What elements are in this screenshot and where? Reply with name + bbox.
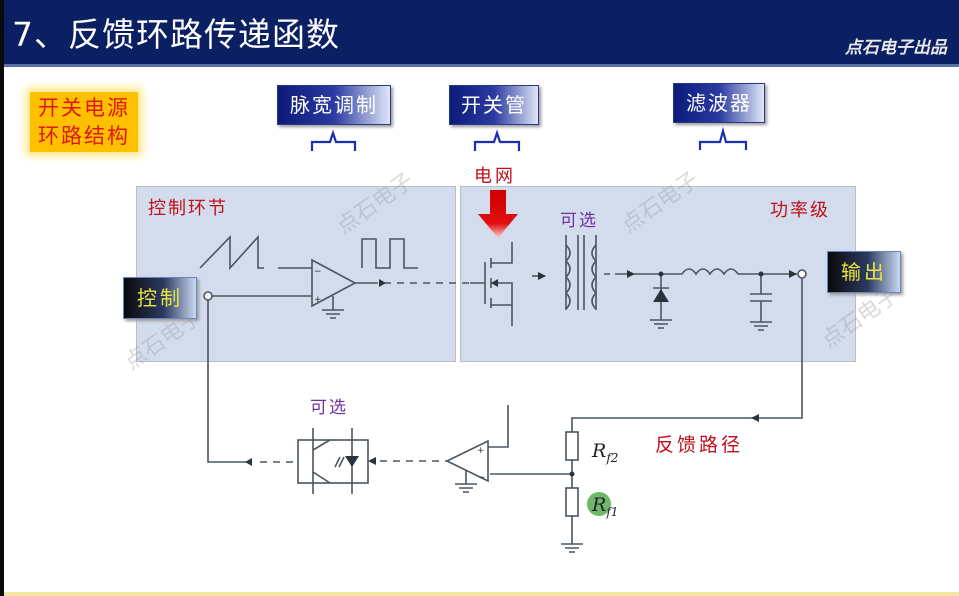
optocoupler-symbol — [297, 439, 369, 484]
comparator-symbol — [311, 258, 357, 308]
inductor-symbol — [681, 268, 739, 276]
grid-arrow-icon — [478, 190, 518, 238]
brace-pwm — [310, 129, 357, 151]
filter-label-box: 滤波器 — [673, 83, 765, 123]
control-panel — [136, 186, 456, 362]
output-box: 输出 — [827, 251, 901, 293]
transformer-secondary — [591, 244, 598, 310]
rf1-label: Rf1 — [592, 494, 618, 519]
pwm-label-box: 脉宽调制 — [277, 85, 391, 125]
control-input-box: 控制 — [123, 277, 197, 319]
mosfet-symbol — [470, 242, 513, 326]
power-panel-title: 功率级 — [770, 200, 830, 221]
grid-label: 电网 — [474, 166, 516, 187]
badge-line-2: 环路结构 — [38, 124, 130, 148]
badge-line-1: 开关电源 — [38, 96, 130, 120]
rf1-sub: f1 — [606, 504, 619, 519]
svg-text:−: − — [314, 267, 322, 277]
error-amplifier-symbol — [445, 439, 489, 483]
transformer-optional-label: 可选 — [560, 211, 598, 231]
rf1-main: R — [592, 494, 607, 516]
slide-title: 7、反馈环路传递函数 — [12, 15, 340, 54]
svg-text:+: + — [314, 295, 322, 305]
ground-symbol — [322, 296, 344, 319]
optocoupler-optional-label: 可选 — [310, 398, 348, 418]
brand-label: 点石电子出品 — [845, 38, 947, 58]
brace-filter — [698, 126, 748, 150]
control-terminal — [203, 291, 213, 301]
square-wave — [361, 238, 418, 269]
rf2-label: Rf2 — [592, 440, 618, 465]
sawtooth-wave — [199, 234, 264, 271]
switch-label-box: 开关管 — [449, 85, 539, 125]
pointer-highlight — [587, 492, 611, 516]
left-edge-bar — [0, 0, 4, 596]
topic-badge: 开关电源 环路结构 — [30, 92, 138, 152]
rf2-main: R — [592, 440, 607, 462]
control-panel-title: 控制环节 — [148, 198, 228, 219]
resistor-rf2 — [565, 431, 579, 461]
slide-header: 7、反馈环路传递函数 点石电子出品 — [4, 0, 959, 67]
rf2-sub: f2 — [606, 450, 619, 465]
brace-switch — [473, 129, 521, 151]
capacitor-symbol — [750, 274, 772, 331]
svg-text:+: + — [477, 446, 485, 456]
resistor-rf1 — [565, 487, 579, 517]
svg-text:−: − — [478, 473, 486, 483]
feedback-path-label: 反馈路径 — [655, 434, 744, 456]
output-terminal — [797, 269, 807, 279]
bottom-accent-line — [4, 592, 959, 596]
transformer-primary — [564, 244, 571, 310]
